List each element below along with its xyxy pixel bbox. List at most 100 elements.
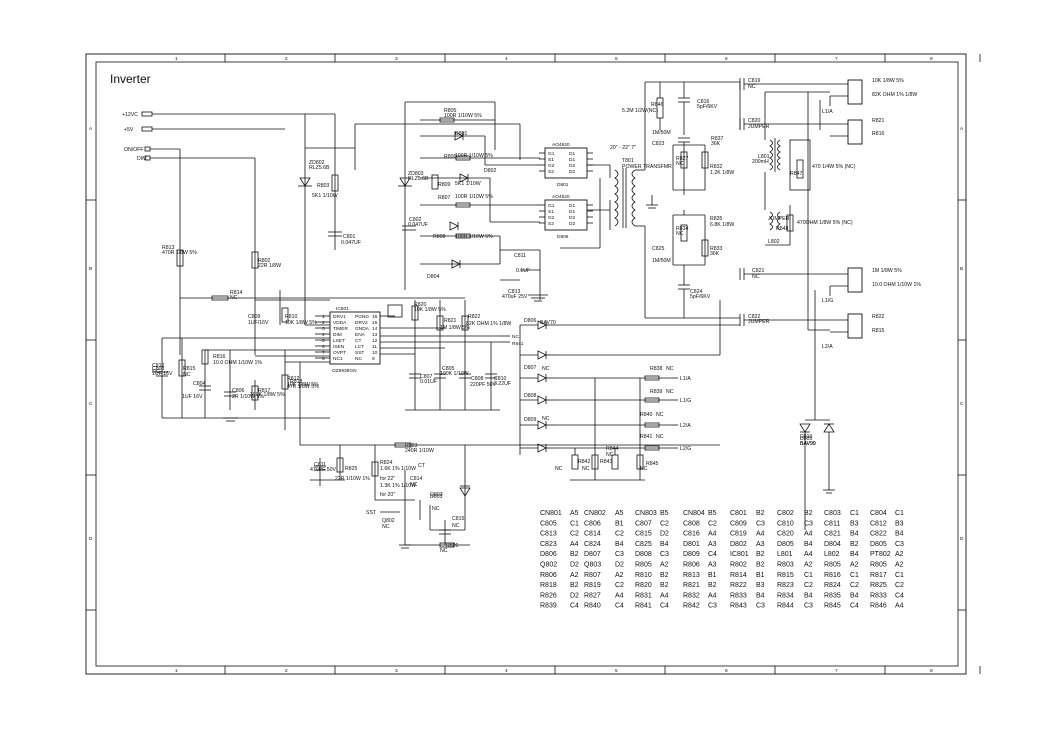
input-dim: DIM — [137, 155, 256, 355]
label-c816v: 5pF/6KV — [697, 104, 718, 110]
ic-pin-number: 3 — [322, 326, 325, 332]
xref-ref: CN801 — [540, 510, 562, 517]
label-d810: D810 — [800, 434, 813, 440]
page-title: Inverter — [110, 72, 151, 86]
label-r816v: 10.0 OHM 1/10W 1% — [213, 360, 262, 366]
frame-tick-label: B — [89, 266, 92, 272]
xref-ref: R819 — [584, 582, 601, 589]
label-c806: C806 — [232, 388, 245, 394]
label-r808v: 100R 1/10W 5% — [455, 234, 493, 240]
label-q803v: NC — [432, 506, 440, 512]
label-r808: R808 — [433, 234, 446, 240]
xref-ref: R823 — [777, 582, 794, 589]
label-r834v: NC — [676, 231, 684, 237]
label-zd803v: RLZ5.6B — [408, 176, 429, 182]
label-c814v: NC — [410, 482, 418, 488]
label-r806: R806 — [444, 154, 457, 160]
ic-pin-number: 7 — [322, 350, 325, 356]
xref-location: B2 — [756, 562, 765, 569]
xref-location: C2 — [895, 582, 904, 589]
xref-location: A2 — [660, 562, 669, 569]
xref-ref: C810 — [777, 520, 794, 527]
label-r845: R845 — [646, 461, 659, 467]
frame-outer — [85, 53, 967, 675]
xref-location: B2 — [850, 541, 859, 548]
label-r844v: NC — [606, 452, 614, 458]
xref-ref: D807 — [584, 551, 601, 558]
ic-pin-number: 1 — [322, 314, 325, 320]
xref-ref: D806 — [540, 551, 557, 558]
mosfet-name: D801 — [557, 182, 569, 188]
mosfet-pin-label: D2 — [569, 163, 575, 169]
label-c802v: 0.047UF — [408, 222, 428, 228]
xref-ref: R827 — [584, 592, 601, 599]
label-r846: R846 — [651, 102, 664, 108]
label-r815v: NC — [183, 372, 191, 378]
label-r818: R818 — [290, 379, 303, 385]
xref-location: B2 — [804, 510, 813, 517]
xref-location: C1 — [895, 510, 904, 517]
label-r848v: 470OHM 1/8W 5% (NC) — [797, 220, 853, 226]
label-d805: D805 — [800, 436, 813, 442]
label-r818v: 47K 1/8W 5% — [287, 384, 319, 390]
xref-ref: C801 — [730, 510, 747, 517]
ic-oz9938gn: IC801 OZ9938GN DRV11VDDA2TIMER3DIM4LSET5… — [180, 290, 405, 374]
xref-location: B2 — [756, 551, 765, 558]
label-c815v: NC — [452, 523, 460, 529]
label-c822: C822 — [748, 314, 761, 320]
xref-ref: R844 — [777, 603, 794, 610]
frame-tick-label: A — [89, 126, 93, 132]
xref-location: C3 — [660, 551, 669, 558]
input-label: ON/OFF — [124, 147, 144, 153]
net-ct: NC — [512, 334, 519, 340]
mosfet-pin-label: S1 — [548, 209, 554, 215]
frame-tick-label: 6 — [725, 56, 728, 62]
label-c811b: C811 — [314, 462, 326, 468]
ic-pin-number: 13 — [372, 332, 378, 338]
label-l2a2: L2/A — [680, 423, 691, 429]
ic-pin-label: ISEN — [333, 344, 345, 350]
label-c819: C819 — [748, 78, 761, 84]
label-r817: R817 — [258, 388, 271, 394]
diode-symbol — [537, 373, 547, 383]
label-q802: Q802 — [382, 518, 395, 524]
xref-location: C3 — [895, 541, 904, 548]
label-c810v: 0.22UF — [494, 381, 511, 387]
xref-ref: R845 — [824, 603, 841, 610]
ic-pin-number: 4 — [322, 332, 325, 338]
frame-tick-label: 5 — [615, 668, 618, 674]
label-c809v: 1UF/16V — [248, 320, 269, 326]
xref-ref: C822 — [870, 531, 887, 538]
label-r802: R802 — [258, 258, 271, 264]
ic-pin-number: 16 — [372, 314, 378, 320]
label-jumper: JUMPER — [768, 216, 790, 222]
label-d802: D802 — [484, 168, 497, 174]
xref-location: A2 — [570, 572, 579, 579]
xref-location: C2 — [615, 531, 624, 538]
label-c810: C810 — [494, 376, 507, 382]
xref-location: A3 — [708, 541, 717, 548]
xref-location: A4 — [570, 541, 579, 548]
label-r802v: 22R 1/8W — [258, 263, 281, 269]
xref-ref: CN803 — [635, 510, 657, 517]
label-r825v: 22R 1/10W 1% — [335, 476, 370, 482]
frame-tick-label: 2 — [285, 56, 288, 62]
label-c823: C823 — [652, 141, 665, 147]
label-r846v: 5.2M 1/2W(NC) — [622, 108, 658, 114]
xref-ref: C811 — [824, 520, 840, 527]
xref-location: A4 — [804, 551, 813, 558]
input-12v: +12VC — [122, 111, 335, 118]
label-r841v: NC — [656, 434, 664, 440]
ic-pin-number: 12 — [372, 338, 378, 344]
xref-location: B1 — [615, 520, 624, 527]
label-r823v: 240R 1/10W — [405, 448, 434, 454]
xref-ref: R814 — [730, 572, 747, 579]
ovp-section — [299, 362, 720, 549]
xref-location: C1 — [850, 572, 859, 579]
mosfet-pin-label: D1 — [569, 209, 575, 215]
connector-desc: 10.0 OHM 1/10W 1% — [872, 282, 921, 288]
xref-ref: R803 — [777, 562, 794, 569]
label-c816: C816 — [697, 99, 710, 105]
label-c804: C804 — [193, 381, 206, 387]
